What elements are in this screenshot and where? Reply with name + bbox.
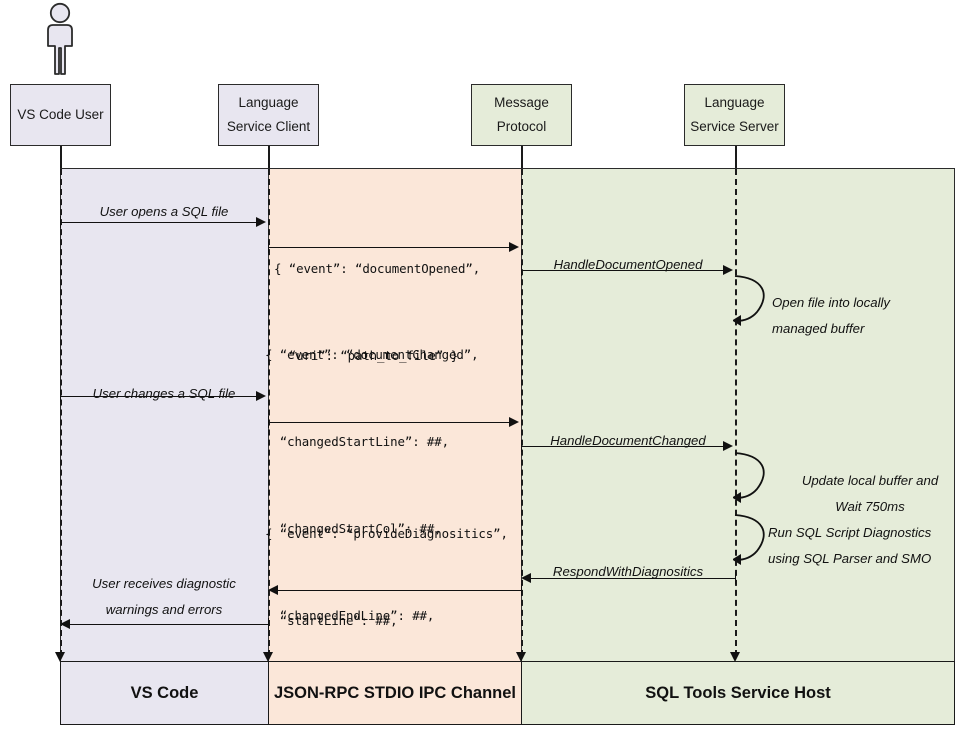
arrow-head-handle-document-changed [723,441,733,451]
participant-label-line2: Service Server [690,119,779,134]
lifeline-end-arrow-vs-code-user [55,652,65,662]
label-open-file-locally: Open file into locally managed buffer [772,295,891,336]
label-user-changes-sql-file: User changes a SQL file [92,386,236,401]
payload-document-opened: { “event”: “documentOpened”, “uri”: “pat… [274,261,481,364]
label-respond-with-diagnositics: RespondWithDiagnositics [552,564,704,579]
footer-json-rpc-stdio-ipc-channel: JSON-RPC STDIO IPC Channel [268,661,522,725]
label-update-buffer-wait: Update local buffer and Wait 750ms [801,473,939,514]
self-loop-update-buffer [732,449,779,510]
lifeline-vs-code-user [60,169,62,656]
participant-message-protocol: Message Protocol [471,84,572,146]
participant-vs-code-user: VS Code User [10,84,111,146]
arrow-document-opened-to-protocol [268,247,511,248]
arrow-user-opens-sql-file [60,222,258,223]
lifeline-message-protocol [521,169,523,656]
lifeline-stub-vs-code-user [60,146,62,168]
participant-label-line1: VS Code User [17,107,104,123]
participant-label-line2: Service Client [226,119,311,134]
vs-code-user-actor-icon [34,2,86,76]
arrow-head-user-changes-sql-file [256,391,266,401]
self-loop-open-file [732,272,779,333]
footer-sql-tools-service-host: SQL Tools Service Host [521,661,955,725]
arrow-head-respond-with-diagnositics [521,573,531,583]
band-ipc-channel [268,169,521,661]
participant-label-line1: Language [238,95,299,111]
arrow-head-handle-document-opened [723,265,733,275]
participant-label-line1: Language [704,95,765,111]
label-user-opens-sql-file: User opens a SQL file [99,204,229,219]
label-handle-document-changed: HandleDocumentChanged [550,433,706,448]
arrow-head-user-receives-diagnostics [60,619,70,629]
footer-vs-code: VS Code [60,661,269,725]
lifeline-end-arrow-client [263,652,273,662]
lifeline-language-service-client [268,169,270,656]
arrow-tail-tick-9 [268,618,269,630]
arrow-head-document-opened-to-protocol [509,242,519,252]
footer-label: VS Code [130,683,199,702]
arrow-tail-tick-8 [521,584,522,596]
arrow-handle-document-changed [521,446,725,447]
lifeline-end-arrow-protocol [516,652,526,662]
lifeline-stub-language-service-client [268,146,270,168]
arrow-head-user-opens-sql-file [256,217,266,227]
participant-label-line2: Protocol [496,119,547,134]
self-loop-run-diagnostics [732,511,779,572]
lifeline-stub-message-protocol [521,146,523,168]
arrow-user-receives-diagnostics [69,624,268,625]
arrow-head-diagnostics-to-client [268,585,278,595]
footer-label: JSON-RPC STDIO IPC Channel [273,683,517,702]
arrow-document-changed-to-protocol [268,422,511,423]
footer-label: SQL Tools Service Host [645,683,831,702]
arrow-diagnostics-to-client [277,590,521,591]
arrow-user-changes-sql-file [60,396,258,397]
band-vs-code [60,169,268,661]
arrow-tail-tick-7 [735,572,736,584]
lifeline-language-service-server [735,169,737,656]
participant-language-service-client: Language Service Client [218,84,319,146]
band-service-host [521,169,955,661]
participant-label-line1: Message [494,95,549,111]
lifeline-stub-language-service-server [735,146,737,168]
arrow-head-document-changed-to-protocol [509,417,519,427]
label-run-sql-diagnostics: Run SQL Script Diagnostics using SQL Par… [768,525,932,566]
label-user-receives-diagnostics: User receives diagnostic warnings and er… [92,576,236,617]
arrow-respond-with-diagnositics [530,578,735,579]
arrow-handle-document-opened [521,270,725,271]
lifeline-end-arrow-server [730,652,740,662]
label-handle-document-opened: HandleDocumentOpened [553,257,703,272]
participant-language-service-server: Language Service Server [684,84,785,146]
